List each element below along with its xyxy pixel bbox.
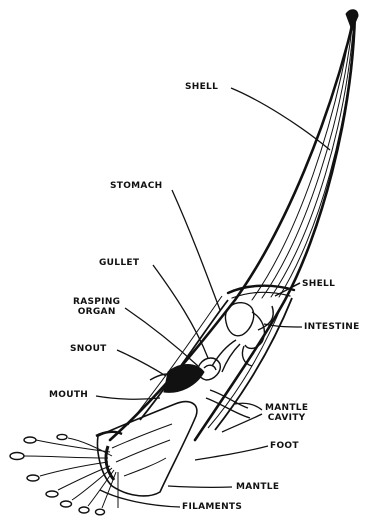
label-snout: SNOUT: [70, 344, 107, 354]
leader-filaments: [100, 490, 180, 507]
filaments-drawing: [10, 434, 118, 514]
label-mouth: MOUTH: [49, 390, 88, 400]
label-shell-right: SHELL: [302, 279, 335, 289]
label-foot: FOOT: [270, 441, 299, 451]
leader-mantle: [168, 486, 232, 487]
label-rasping-organ-line2: ORGAN: [73, 307, 120, 317]
label-gullet: GULLET: [99, 258, 139, 268]
label-mantle: MANTLE: [236, 482, 279, 492]
leader-snout: [117, 350, 166, 376]
label-mantle-cavity-line2: CAVITY: [265, 413, 308, 423]
label-intestine: INTESTINE: [304, 322, 360, 332]
label-shell-top: SHELL: [185, 82, 218, 92]
label-filaments: FILAMENTS: [182, 502, 242, 512]
label-rasping-organ: RASPING ORGAN: [73, 297, 120, 317]
label-mantle-cavity-line1: MANTLE: [265, 403, 308, 413]
label-stomach: STOMACH: [110, 181, 162, 191]
leader-stomach: [172, 190, 220, 310]
shell-drawing: [110, 10, 358, 440]
label-rasping-organ-line1: RASPING: [73, 297, 120, 307]
leader-mantle-cavity-b: [222, 414, 262, 432]
leader-foot: [195, 446, 268, 460]
interior-drawing: [96, 296, 292, 496]
label-mantle-cavity: MANTLE CAVITY: [265, 403, 308, 423]
